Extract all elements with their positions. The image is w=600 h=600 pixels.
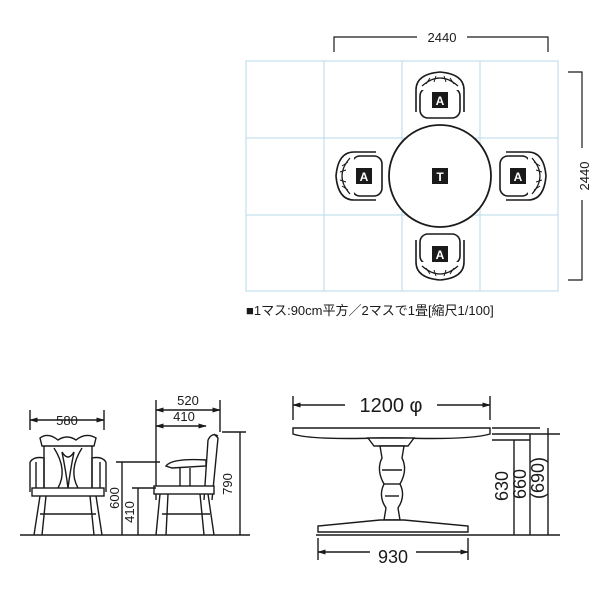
chair-side-view	[20, 400, 250, 536]
chair-marker-right: A	[514, 170, 523, 184]
plan-chair-left: A	[335, 151, 383, 201]
plan-width-dimension: 2440	[333, 29, 549, 52]
table-height-660-label: 660	[510, 469, 530, 499]
chair-side-depth-label: 520	[177, 393, 199, 408]
table-elevation	[292, 396, 560, 560]
chair-marker-left: A	[360, 170, 369, 184]
chair-front-width-label: 580	[56, 413, 78, 428]
plan-round-table: T	[388, 124, 492, 228]
chair-side-seat-label: 410	[122, 501, 137, 523]
table-base-label: 930	[378, 547, 408, 567]
plan-width-label: 2440	[428, 30, 457, 45]
table-height-630-label: 630	[492, 471, 512, 501]
table-diameter-label: 1200 φ	[359, 395, 422, 417]
table-marker: T	[436, 170, 444, 184]
chair-side-inner-label: 410	[173, 409, 195, 424]
plan-grid	[245, 60, 559, 292]
plan-caption: ■1マス:90cm平方／2マスで1畳[縮尺1/100]	[246, 303, 494, 318]
chair-side-height-label: 790	[220, 473, 235, 495]
chair-side-arm-label: 600	[107, 487, 122, 509]
chair-front-view	[29, 410, 107, 536]
plan-chair-bottom: A	[415, 233, 465, 281]
chair-marker-top: A	[436, 94, 445, 108]
plan-height-label: 2440	[577, 162, 592, 191]
plan-chair-top: A	[415, 71, 465, 119]
chair-marker-bottom: A	[436, 248, 445, 262]
table-height-690-label: (690)	[528, 457, 548, 499]
plan-chair-right: A	[499, 151, 547, 201]
plan-height-dimension: 2440	[568, 71, 592, 281]
